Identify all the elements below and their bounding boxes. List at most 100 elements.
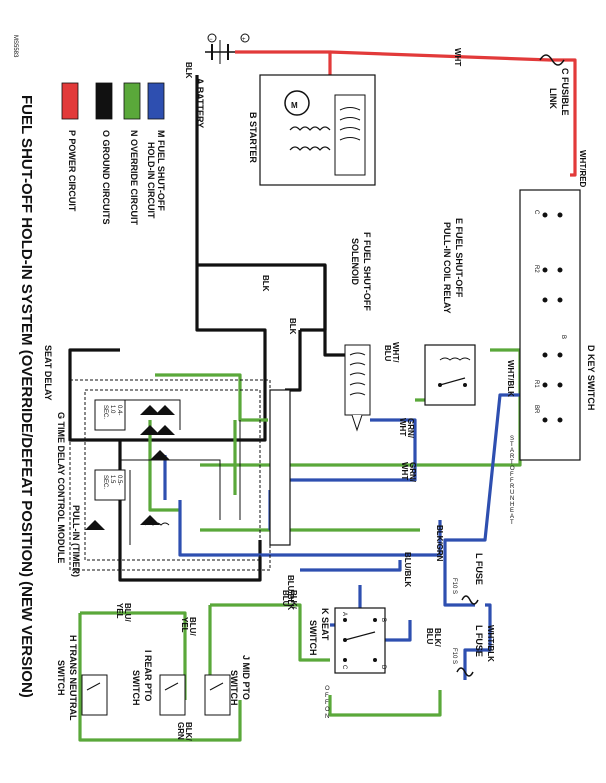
fusible-link-label-2: LINK: [548, 88, 558, 109]
delay-2-line-2: 1.5: [109, 475, 115, 484]
battery-pos-sign: +: [242, 37, 246, 43]
legend-item-hold-in: M FUEL SHUT-OFF: [156, 130, 166, 211]
fuse-2-rating: F10 S: [451, 648, 457, 664]
time-delay-module: [85, 389, 291, 546]
wire-blu-blk-1: BLU/BLK: [403, 552, 412, 587]
rear-pto-label-2: SWITCH: [131, 670, 141, 706]
seat-switch: [334, 607, 386, 674]
wire-blk-1: BLK: [261, 275, 270, 292]
wire-wht-blk-2: WHT/BLK: [486, 625, 495, 662]
fusible-link-label: C FUSIBLE: [560, 68, 570, 116]
key-switch-position-letter: T: [510, 520, 514, 526]
wire-blu-yel-2a: BLU/: [188, 617, 197, 636]
legend-item-ground: O GROUND CIRCUITS: [101, 130, 111, 225]
seat-terminal-c: C: [341, 665, 347, 670]
key-switch-position-letter: H: [510, 502, 514, 508]
key-switch-position-letter: U: [510, 490, 514, 496]
seat-terminal-a: A: [341, 612, 347, 616]
key-switch-position-letter: O: [510, 466, 515, 472]
wire-blk-grn: BLK/GRN: [435, 525, 444, 562]
wire-blk-grn-2a: BLK/: [184, 722, 193, 741]
rear-pto-label: I REAR PTO: [143, 650, 153, 701]
mid-pto-label: J MID PTO: [241, 655, 251, 700]
delay-2-line-3: SEC.: [102, 475, 108, 489]
diagram-title: FUEL SHUT-OFF HOLD-IN SYSTEM (OVERRIDE/D…: [18, 95, 35, 698]
key-switch-terminal-r1: R1: [533, 380, 539, 388]
trans-switch-label: H TRANS NEUTRAL: [68, 635, 78, 721]
starter-label: B STARTER: [248, 112, 258, 163]
fuse-2-label: L FUSE: [474, 625, 484, 657]
seat-delay-label: SEAT DELAY: [43, 345, 53, 401]
key-switch-terminal-br: BR: [533, 405, 539, 414]
seat-switch-label-2: SWITCH: [308, 620, 318, 656]
solenoid-label-2: SOLENOID: [350, 238, 360, 286]
trans-neutral-switch: [81, 674, 108, 716]
key-switch-label: D KEY SWITCH: [586, 345, 596, 410]
wire-blk-blu-1a: BLK/: [433, 628, 442, 647]
delay-2-line-1: 0.5-: [116, 475, 122, 485]
legend-swatch-power: [61, 82, 79, 120]
key-switch-position-letter: F: [510, 472, 514, 478]
mid-pto-label-2: SWITCH: [229, 670, 239, 706]
starter-motor-symbol: M: [291, 101, 298, 110]
key-switch-terminal-b: B: [560, 335, 566, 339]
key-switch-position-letter: N: [510, 496, 514, 502]
fuses: [456, 595, 479, 677]
solenoid-label: F FUEL SHUT-OFF: [362, 232, 372, 311]
seat-switch-label: K SEAT: [320, 608, 330, 641]
mid-pto-switch: [204, 674, 231, 716]
seat-terminal-d: D: [380, 665, 386, 670]
delay-1-line-3: SEC.: [102, 405, 108, 419]
wire-grn-wht-2a: GRN/: [408, 462, 417, 483]
legend-item-hold-in-2: HOLD-IN CIRCUIT: [146, 142, 156, 219]
seat-switch-state-letter: O: [325, 686, 330, 692]
wire-blk-grn-2b: GRN: [176, 722, 185, 740]
delay-1-line-2: 1.0: [109, 405, 115, 414]
wire-blk-2: BLK: [288, 318, 297, 335]
key-switch-position-letter: A: [510, 448, 514, 454]
battery-neg-sign: −: [209, 37, 213, 43]
delay-1-line-1: 0.4-: [116, 405, 122, 415]
wire-wht-blk-1: WHT/BLK: [506, 360, 515, 397]
key-switch-position-letter: F: [510, 478, 514, 484]
key-switch-position-letter: S: [510, 436, 514, 442]
rear-pto-switch: [159, 674, 186, 716]
wire-grn-wht-1a: GRN/: [406, 418, 415, 439]
wire-blu-yel-1a: BLU/: [123, 603, 132, 622]
legend-item-power: P POWER CIRCUIT: [67, 130, 77, 212]
wire-wht: WHT: [453, 48, 462, 66]
legend: M FUEL SHUT-OFF HOLD-IN CIRCUIT N OVERRI…: [61, 82, 166, 226]
seat-switch-state-letter: O: [325, 707, 330, 713]
relay-label-2: PULL-IN COIL RELAY: [442, 222, 452, 314]
wire-blu-yel-1b: YEL: [115, 603, 124, 619]
wire-grn-wht-2b: WHT: [400, 462, 409, 480]
figure-id: MS5583: [12, 35, 18, 58]
legend-swatch-override: [123, 82, 141, 120]
seat-terminal-b: B: [380, 618, 386, 622]
wire-wht-blu-1: WHT/: [391, 342, 400, 363]
wire-blu-yel-2b: YEL: [180, 617, 189, 633]
wire-wht-blu-2: BLU: [383, 345, 392, 362]
key-switch-terminal-r2: R2: [533, 265, 539, 273]
key-switch-position-letter: R: [510, 484, 515, 490]
key-switch-position-letter: T: [510, 460, 514, 466]
key-switch: C R2 B R1 BR: [519, 189, 581, 461]
fuel-shutoff-relay: [424, 344, 476, 406]
key-switch-position-letter: R: [510, 454, 515, 460]
fuel-shutoff-solenoid: [344, 344, 371, 432]
battery-wire-label: BLK: [184, 62, 193, 79]
key-switch-position-letter: E: [510, 508, 514, 514]
legend-swatch-hold-in: [147, 82, 165, 120]
pull-in-label: PULL-IN (TIMER): [71, 505, 81, 577]
fusible-link-symbol: [539, 54, 565, 66]
battery-label: A BATTERY: [195, 78, 205, 128]
wire-blu-blk-2: BLU/BLK: [286, 575, 295, 610]
wire-wht-red: WHT/RED: [578, 150, 587, 188]
wire-blk-blu-2b: BLU: [281, 590, 290, 607]
legend-swatch-ground: [95, 82, 113, 120]
legend-item-override: N OVERRIDE CIRCUIT: [129, 130, 139, 226]
module-label: G TIME DELAY CONTROL MODULE: [56, 412, 66, 563]
